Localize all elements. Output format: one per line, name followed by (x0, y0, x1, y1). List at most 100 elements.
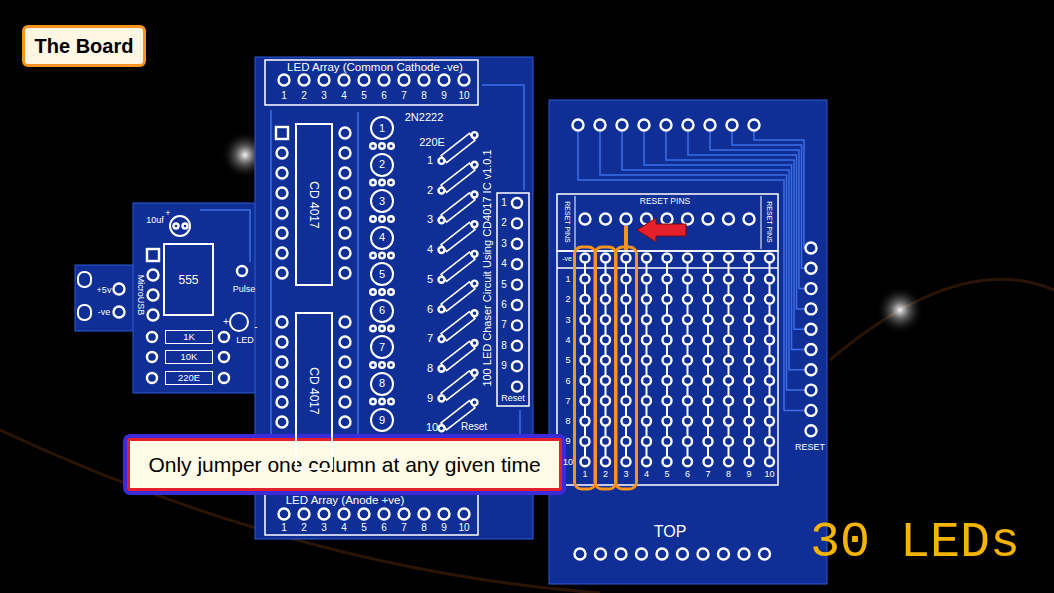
solder-pad (739, 549, 750, 560)
solder-pad (277, 317, 288, 328)
node-text: 5 (379, 269, 385, 280)
solder-pad (388, 180, 394, 186)
solder-pad (724, 417, 733, 426)
pcb-trace (710, 131, 805, 289)
solder-pad (724, 275, 733, 284)
column-number: 3 (623, 470, 628, 479)
solder-pad (765, 437, 774, 446)
solder-pad (745, 457, 754, 466)
callout-number: 1 (427, 155, 433, 166)
solder-pad (704, 376, 713, 385)
solder-pad (727, 120, 738, 131)
resistor-symbol (441, 312, 475, 341)
solder-pad (472, 370, 478, 376)
solder-pad (581, 335, 590, 344)
transistor-symbol: 5 (370, 262, 394, 286)
part-value: 220E (419, 137, 445, 148)
pin-number: 7 (501, 320, 507, 330)
solder-pad (765, 335, 774, 344)
pcb-trace (622, 131, 805, 370)
solder-pad (279, 509, 290, 520)
callout-number: 8 (427, 362, 433, 373)
solder-pad (439, 509, 450, 520)
solder-pad (622, 457, 631, 466)
solder-pad (601, 396, 610, 405)
solder-pad (642, 376, 651, 385)
solder-pad (601, 356, 610, 365)
solder-pad (806, 324, 817, 335)
solder-pad (340, 168, 351, 179)
solder-pad (379, 180, 385, 186)
solder-pad (340, 397, 351, 408)
solder-pad (683, 295, 692, 304)
transistor-symbol: 6 (370, 299, 394, 323)
resistor-symbol (441, 252, 475, 281)
pin-number: 3 (321, 523, 327, 533)
solder-pad (601, 275, 610, 284)
node-text: 9 (379, 415, 385, 426)
header-title: LED Array (Anode +ve) (286, 495, 405, 507)
pin-number: 9 (441, 523, 447, 533)
solder-pad (388, 143, 394, 149)
solder-pad (277, 417, 288, 428)
solder-pad (642, 457, 651, 466)
solder-pad (683, 335, 692, 344)
solder-pad (277, 337, 288, 348)
solder-pad (601, 254, 610, 263)
solder-pad (745, 437, 754, 446)
solder-pad (277, 148, 288, 159)
solder-pad (379, 143, 385, 149)
solder-pad (512, 320, 522, 330)
solder-pad (683, 275, 692, 284)
solder-pad (636, 549, 647, 560)
callout-number: 3 (427, 214, 433, 225)
solder-pad (639, 120, 650, 131)
row-number: 7 (565, 396, 570, 405)
solder-pad (745, 356, 754, 365)
solder-pad (663, 396, 672, 405)
solder-pad (663, 254, 672, 263)
outline-divider (761, 196, 762, 249)
part-value: 10uf (146, 216, 164, 225)
solder-pad (622, 275, 631, 284)
solder-pad (622, 437, 631, 446)
solder-pad (439, 158, 445, 164)
solder-pad (148, 310, 159, 321)
solder-pad (439, 188, 445, 194)
header-outline (497, 193, 529, 406)
part-name: 2N2222 (405, 112, 444, 123)
pcb-trace (754, 131, 805, 248)
solder-pad (806, 344, 817, 355)
solder-pad (682, 214, 693, 225)
pin-number: 9 (441, 91, 447, 101)
solder-pad (642, 437, 651, 446)
solder-pad (472, 192, 478, 198)
resistor-symbol (441, 222, 475, 251)
solder-pad (147, 332, 157, 342)
solder-pad (183, 224, 188, 229)
solder-pad (683, 315, 692, 324)
solder-pad (388, 289, 394, 295)
solder-pad (277, 188, 288, 199)
solder-pad (439, 396, 445, 402)
solder-pad (580, 214, 591, 225)
pcb-trace (270, 110, 272, 470)
solder-pad (663, 295, 672, 304)
solder-pad (704, 417, 713, 426)
solder-pad (744, 214, 755, 225)
solder-pad (642, 295, 651, 304)
polarity-mark: - (254, 322, 257, 332)
row-number: 3 (565, 315, 570, 324)
column-highlight (616, 247, 637, 489)
column-number: 4 (644, 470, 649, 479)
node-text: 10K (181, 352, 198, 362)
solder-pad (705, 120, 716, 131)
solder-pad (439, 366, 445, 372)
pcb-trace (200, 210, 250, 262)
solder-pad (148, 290, 159, 301)
pin-number: 7 (401, 91, 407, 101)
resistor-box: 220E (165, 371, 213, 385)
solder-pad (472, 340, 478, 346)
